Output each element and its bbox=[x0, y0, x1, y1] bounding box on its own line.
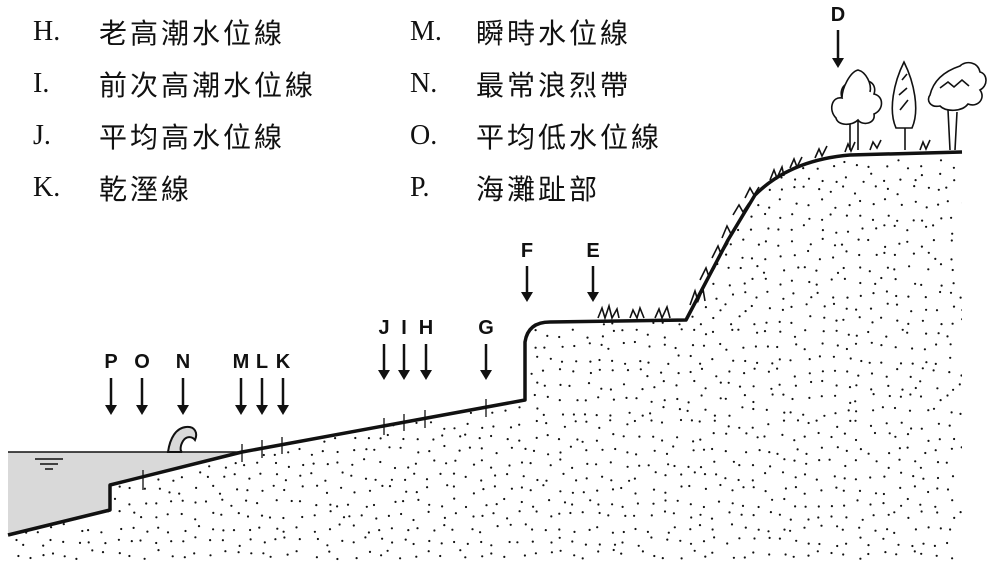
legend-text: 海灘趾部 bbox=[476, 173, 601, 206]
legend-code: K. bbox=[33, 172, 61, 203]
arrow-o bbox=[136, 378, 148, 415]
water-level-icon bbox=[35, 458, 63, 470]
legend-item-o: O. 平均低水位線 bbox=[410, 116, 662, 156]
beach-profile-line bbox=[7, 150, 963, 537]
legend-item-m: M. 瞬時水位線 bbox=[410, 12, 631, 52]
legend-item-p: P. 海灘趾部 bbox=[410, 168, 600, 208]
legend-code: J. bbox=[33, 120, 51, 151]
legend-text: 最常浪烈帶 bbox=[476, 69, 632, 102]
marker-label-n: N bbox=[176, 351, 190, 373]
legend-text: 瞬時水位線 bbox=[476, 17, 632, 50]
arrow-l bbox=[256, 378, 268, 415]
arrow-i bbox=[398, 344, 410, 380]
legend-item-j: J. 平均高水位線 bbox=[33, 116, 285, 156]
arrow-h bbox=[420, 344, 432, 380]
marker-label-l: L bbox=[256, 351, 268, 373]
tick-marks bbox=[142, 399, 487, 490]
arrow-n bbox=[177, 378, 189, 415]
legend-text: 前次高潮水位線 bbox=[99, 69, 317, 102]
legend-code: I. bbox=[33, 68, 50, 99]
legend-item-k: K. 乾溼線 bbox=[33, 168, 192, 208]
marker-label-k: K bbox=[276, 351, 291, 373]
marker-label-h: H bbox=[419, 317, 433, 339]
legend-text: 平均高水位線 bbox=[99, 121, 286, 154]
arrow-j bbox=[378, 344, 390, 380]
marker-label-o: O bbox=[134, 351, 150, 373]
marker-label-d: D bbox=[831, 4, 845, 26]
marker-arrows bbox=[105, 30, 844, 415]
legend-item-i: I. 前次高潮水位線 bbox=[33, 64, 316, 104]
legend-code: M. bbox=[410, 16, 442, 47]
marker-label-p: P bbox=[104, 351, 117, 373]
legend-text: 老高潮水位線 bbox=[99, 17, 286, 50]
legend: H. 老高潮水位線 I. 前次高潮水位線 J. 平均高水位線 K. 乾溼線 M.… bbox=[0, 0, 994, 230]
wave-icon bbox=[166, 425, 198, 453]
marker-label-i: I bbox=[401, 317, 407, 339]
legend-text: 乾溼線 bbox=[99, 173, 193, 206]
vegetation-icon bbox=[597, 60, 987, 321]
legend-code: N. bbox=[410, 68, 438, 99]
marker-label-e: E bbox=[586, 240, 599, 262]
legend-code: O. bbox=[410, 120, 438, 151]
legend-item-h: H. 老高潮水位線 bbox=[33, 12, 285, 52]
marker-label-g: G bbox=[478, 317, 494, 339]
legend-code: P. bbox=[410, 172, 430, 203]
legend-item-n: N. 最常浪烈帶 bbox=[410, 64, 631, 104]
arrow-e bbox=[587, 266, 599, 302]
legend-code: H. bbox=[33, 16, 61, 47]
arrow-g bbox=[480, 344, 492, 380]
arrow-k bbox=[277, 378, 289, 415]
marker-label-m: M bbox=[233, 351, 250, 373]
arrow-f bbox=[521, 266, 533, 302]
legend-text: 平均低水位線 bbox=[476, 121, 663, 154]
ground-fill bbox=[8, 152, 962, 563]
marker-label-j: J bbox=[378, 317, 389, 339]
marker-label-f: F bbox=[521, 240, 533, 262]
water-body bbox=[8, 452, 242, 535]
arrow-d bbox=[832, 30, 844, 68]
arrow-m bbox=[235, 378, 247, 415]
arrow-p bbox=[105, 378, 117, 415]
